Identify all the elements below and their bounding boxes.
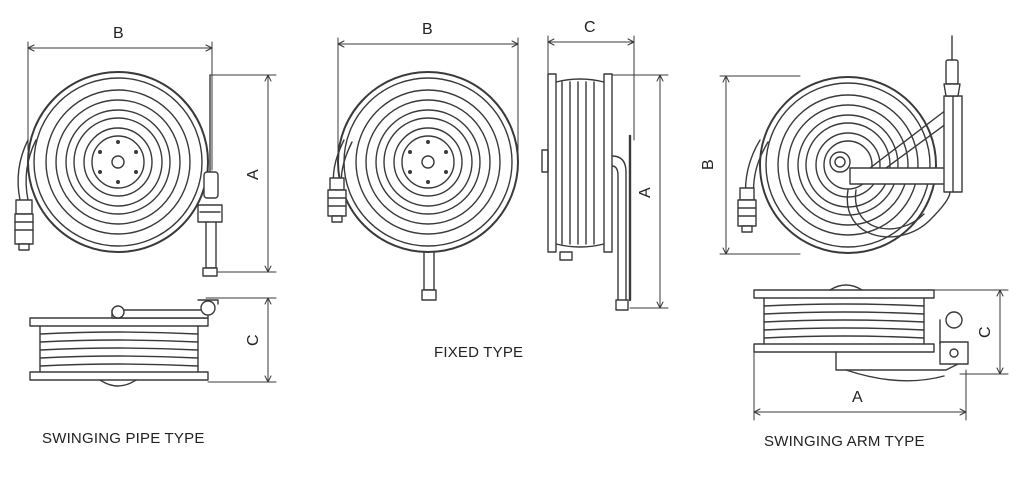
swinging-pipe-top-view — [29, 297, 277, 387]
fixed-front-view — [327, 37, 519, 301]
dimension-c-line — [547, 35, 635, 141]
dimension-a-line — [753, 351, 967, 421]
swinging-arm-label-a: A — [852, 389, 863, 406]
dimension-a-line — [209, 74, 277, 273]
dimension-b-line — [337, 37, 519, 161]
dimension-c-line — [929, 289, 1009, 375]
swinging-arm-label-c: C — [977, 326, 994, 338]
fixed-label-c: C — [584, 19, 596, 36]
dimension-b-line — [27, 41, 213, 171]
dimension-c-line — [205, 297, 277, 383]
swinging-arm-label-b: B — [700, 159, 717, 170]
fixed-label-a: A — [637, 187, 654, 198]
dimension-a-line — [611, 74, 669, 309]
swinging-pipe-label-b: B — [113, 25, 124, 42]
swinging-pipe-front-view — [14, 41, 277, 277]
fixed-label-b: B — [422, 21, 433, 38]
caption-swinging-arm-type: SWINGING ARM TYPE — [764, 433, 925, 450]
swinging-pipe-label-c: C — [245, 334, 262, 346]
caption-swinging-pipe-type: SWINGING PIPE TYPE — [42, 430, 205, 447]
dimension-b-line — [719, 75, 801, 255]
swinging-arm-front-view — [719, 35, 963, 255]
swinging-pipe-label-a: A — [245, 169, 262, 180]
fixed-side-view — [541, 35, 669, 311]
swinging-arm-top-view — [753, 284, 1009, 421]
caption-fixed-type: FIXED TYPE — [434, 344, 524, 361]
